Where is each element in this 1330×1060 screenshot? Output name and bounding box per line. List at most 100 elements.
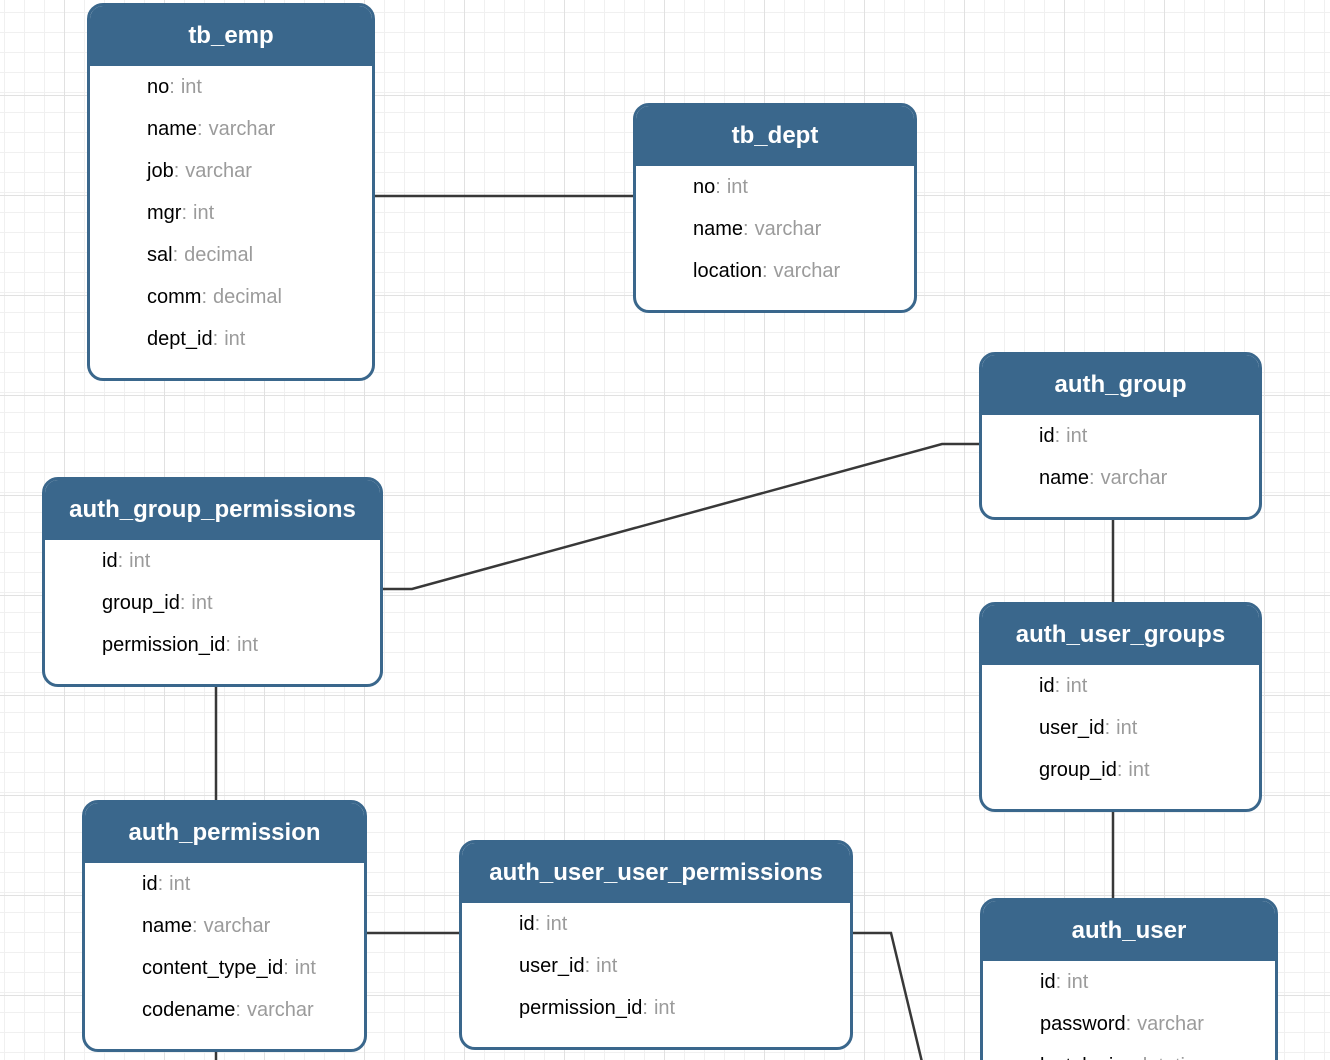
field-row-content_type_id[interactable]: content_type_id:int xyxy=(85,947,364,989)
field-separator: : xyxy=(212,327,219,350)
table-header[interactable]: auth_user xyxy=(983,901,1275,961)
table-header[interactable]: auth_user_groups xyxy=(982,605,1259,665)
field-separator: : xyxy=(201,285,208,308)
field-name: dept_id xyxy=(147,327,213,350)
field-row-name[interactable]: name:varchar xyxy=(90,108,372,150)
table-header[interactable]: tb_dept xyxy=(636,106,914,166)
field-type: varchar xyxy=(208,117,276,140)
field-row-codename[interactable]: codename:varchar xyxy=(85,989,364,1031)
field-name: id xyxy=(142,872,158,895)
field-separator: : xyxy=(235,998,241,1021)
field-name: name xyxy=(1039,466,1090,489)
field-name: user_id xyxy=(519,954,585,977)
field-type: decimal xyxy=(184,243,254,266)
field-row-id[interactable]: id:int xyxy=(85,863,364,905)
field-name: last_login xyxy=(1040,1055,1125,1060)
field-row-user_id[interactable]: user_id:int xyxy=(982,707,1259,749)
field-type: datetime xyxy=(1136,1055,1213,1060)
table-header[interactable]: auth_group xyxy=(982,355,1259,415)
field-row-comm[interactable]: comm:decimal xyxy=(90,276,372,318)
table-header[interactable]: tb_emp xyxy=(90,6,372,66)
field-row-permission_id[interactable]: permission_id:int xyxy=(462,987,850,1029)
table-title: auth_user_groups xyxy=(1015,621,1226,648)
field-row-job[interactable]: job:varchar xyxy=(90,150,372,192)
field-row-location[interactable]: location:varchar xyxy=(636,250,914,292)
field-row-sal[interactable]: sal:decimal xyxy=(90,234,372,276)
field-name: mgr xyxy=(147,201,182,224)
field-type: int xyxy=(1116,716,1138,739)
field-row-dept_id[interactable]: dept_id:int xyxy=(90,318,372,360)
field-separator: : xyxy=(1116,758,1123,781)
field-type: varchar xyxy=(246,998,314,1021)
field-type: int xyxy=(169,872,191,895)
table-title: auth_group xyxy=(1054,371,1187,398)
field-row-id[interactable]: id:int xyxy=(462,903,850,945)
field-row-name[interactable]: name:varchar xyxy=(982,457,1259,499)
field-row-user_id[interactable]: user_id:int xyxy=(462,945,850,987)
field-row-group_id[interactable]: group_id:int xyxy=(45,582,380,624)
field-type: varchar xyxy=(185,159,252,182)
field-separator: : xyxy=(169,75,175,98)
table-title: auth_permission xyxy=(128,819,321,846)
field-type: int xyxy=(180,75,202,98)
table-header[interactable]: auth_user_user_permissions xyxy=(462,843,850,903)
field-name: permission_id xyxy=(102,633,226,656)
field-row-no[interactable]: no:int xyxy=(636,166,914,208)
field-row-name[interactable]: name:varchar xyxy=(636,208,914,250)
relationship-line-auth_user_user_permissions-auth_user xyxy=(850,931,923,1060)
field-type: varchar xyxy=(1100,466,1168,489)
field-type: int xyxy=(653,996,676,1019)
field-row-mgr[interactable]: mgr:int xyxy=(90,192,372,234)
field-type: int xyxy=(546,912,568,935)
field-name: id xyxy=(1039,424,1055,447)
field-row-id[interactable]: id:int xyxy=(982,415,1259,457)
field-row-group_id[interactable]: group_id:int xyxy=(982,749,1259,791)
field-row-id[interactable]: id:int xyxy=(983,961,1275,1003)
field-type: int xyxy=(1128,758,1150,781)
field-row-id[interactable]: id:int xyxy=(45,540,380,582)
table-title: auth_group_permissions xyxy=(69,496,356,523)
table-header[interactable]: auth_group_permissions xyxy=(45,480,380,540)
field-name: id xyxy=(1040,970,1056,993)
field-name: location xyxy=(693,259,762,282)
field-name: name xyxy=(147,117,198,140)
table-auth_user[interactable]: auth_userid:intpassword:varcharlast_logi… xyxy=(980,898,1278,1060)
field-separator: : xyxy=(157,872,164,895)
table-title: auth_user_user_permissions xyxy=(489,859,823,886)
field-separator: : xyxy=(181,201,188,224)
field-type: varchar xyxy=(203,914,271,937)
field-separator: : xyxy=(743,217,749,240)
field-row-no[interactable]: no:int xyxy=(90,66,372,108)
field-name: comm xyxy=(147,285,202,308)
table-title: tb_dept xyxy=(731,122,819,149)
field-row-id[interactable]: id:int xyxy=(982,665,1259,707)
field-separator: : xyxy=(1125,1055,1131,1060)
field-row-name[interactable]: name:varchar xyxy=(85,905,364,947)
field-separator: : xyxy=(1054,424,1061,447)
field-row-password[interactable]: password:varchar xyxy=(983,1003,1275,1045)
table-header[interactable]: auth_permission xyxy=(85,803,364,863)
field-separator: : xyxy=(197,117,203,140)
field-separator: : xyxy=(761,259,768,282)
field-separator: : xyxy=(173,159,180,182)
field-row-permission_id[interactable]: permission_id:int xyxy=(45,624,380,666)
field-type: int xyxy=(726,175,748,198)
field-type: int xyxy=(1066,424,1088,447)
field-name: no xyxy=(147,75,170,98)
field-row-last_login[interactable]: last_login: datetime xyxy=(983,1045,1275,1060)
field-name: id xyxy=(519,912,535,935)
field-separator: : xyxy=(1055,970,1062,993)
